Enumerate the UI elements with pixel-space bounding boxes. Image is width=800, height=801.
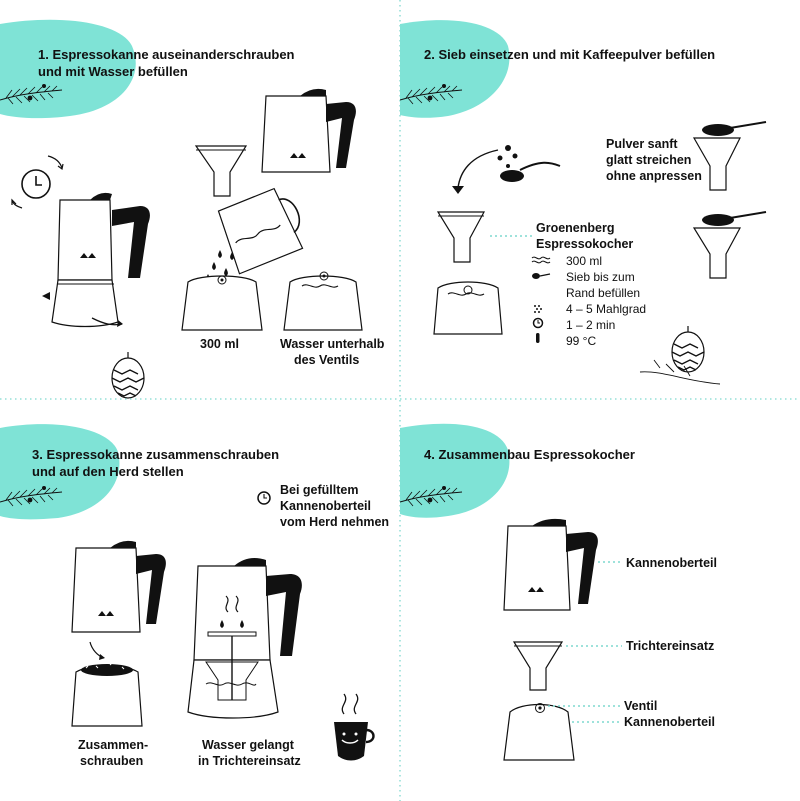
funnel-filled-full xyxy=(692,211,767,279)
coffee-powder-pour xyxy=(452,145,561,194)
panel1-title-line1: 1. Espressokanne auseinanderschrauben xyxy=(38,47,295,62)
panel3-caption-right-line1: Wasser gelangt xyxy=(202,738,294,752)
panel2-brand-line2: Espressokocher xyxy=(536,237,634,251)
label-funnel-insert: Trichtereinsatz xyxy=(626,639,715,653)
panel2-note-line2: glatt streichen xyxy=(606,153,692,167)
panel3-note-line3: vom Herd nehmen xyxy=(280,515,390,529)
panel2-brand-line1: Groenenberg xyxy=(536,221,615,235)
panel1-caption-300ml: 300 ml xyxy=(200,337,239,351)
panel3-caption-right-line2: in Trichtereinsatz xyxy=(198,754,301,768)
panel2-note-line3: ohne anpressen xyxy=(606,169,702,183)
spec-temperature: 99 °C xyxy=(566,334,597,348)
panel3-note-line2: Kannenoberteil xyxy=(280,499,371,513)
pot-upper-part xyxy=(261,88,356,173)
pot-upper-part-panel3 xyxy=(71,540,166,633)
panel2-note-line1: Pulver sanft xyxy=(606,137,678,151)
panel2-title: 2. Sieb einsetzen und mit Kaffeepulver b… xyxy=(424,47,716,62)
clock-small-icon-panel3 xyxy=(257,491,271,505)
panel1-title-line2: und mit Wasser befüllen xyxy=(38,64,188,79)
water-icon xyxy=(531,256,551,264)
spec-time: 1 – 2 min xyxy=(566,318,616,332)
spec-water: 300 ml xyxy=(566,254,603,268)
clock-icon xyxy=(11,155,64,209)
pine-cone-decoration-1 xyxy=(111,351,145,399)
spec-sieve: Sieb bis zum xyxy=(566,270,635,284)
panel3-caption-left-line2: schrauben xyxy=(80,754,144,768)
spec-grind: 4 – 5 Mahlgrad xyxy=(566,302,647,316)
title-blob-4 xyxy=(400,423,510,518)
panel1-caption-right-line1: Wasser unterhalb xyxy=(280,337,385,351)
scoop-icon xyxy=(532,273,551,279)
water-jug xyxy=(217,187,304,275)
panel3-title-line1: 3. Espressokanne zusammenschrauben xyxy=(32,447,280,462)
panel3-caption-left-line1: Zusammen- xyxy=(78,738,149,752)
funnel-insert-panel4 xyxy=(512,641,564,691)
pot-bottom-300ml xyxy=(181,275,263,331)
pot-bottom-panel4 xyxy=(503,703,575,761)
funnel-empty xyxy=(436,211,486,263)
title-blob-2 xyxy=(400,20,510,118)
spec-icons xyxy=(531,256,551,343)
espresso-pot-assembled xyxy=(42,192,150,328)
label-lower-part: Kannenoberteil xyxy=(624,715,715,729)
label-valve: Ventil xyxy=(624,699,658,713)
coffee-cup-icon xyxy=(334,693,375,761)
water-drops xyxy=(206,250,234,282)
pot-bottom-filled xyxy=(71,662,143,727)
spec-sieve-cont: Rand befüllen xyxy=(566,286,641,300)
grind-icon xyxy=(534,305,542,313)
funnel-insert xyxy=(194,145,248,197)
pot-transparent-assembled xyxy=(187,558,302,719)
pot-upper-part-panel4 xyxy=(503,518,598,611)
panel3-title-line2: und auf den Herd stellen xyxy=(32,464,184,479)
clock-small-icon xyxy=(532,317,544,329)
panel4-title: 4. Zusammenbau Espressokocher xyxy=(424,447,635,462)
funnel-filled-smooth xyxy=(692,121,767,191)
label-upper-part: Kannenoberteil xyxy=(626,556,717,570)
pot-bottom-below-valve xyxy=(283,271,363,331)
panel1-caption-right-line2: des Ventils xyxy=(294,353,360,367)
panel3-note-line1: Bei gefülltem xyxy=(280,483,359,497)
thermometer-icon xyxy=(536,333,540,343)
pine-cone-decoration-2 xyxy=(671,325,705,373)
pot-bottom-panel2 xyxy=(433,281,503,335)
